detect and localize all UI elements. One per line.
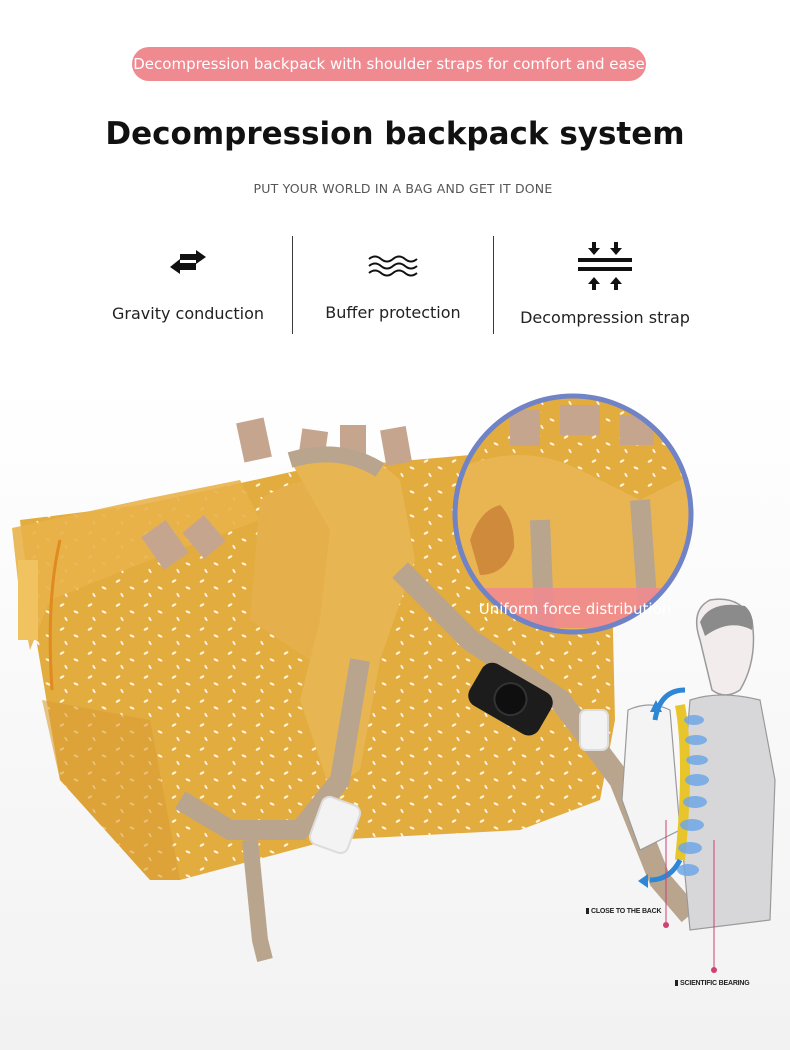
backpack-product-photo	[0, 380, 790, 1050]
page-subtitle: PUT YOUR WORLD IN A BAG AND GET IT DONE	[253, 181, 553, 196]
compress-arrows-icon	[578, 242, 632, 290]
swap-arrows-icon	[170, 250, 206, 274]
feature-buffer-protection: Buffer protection	[298, 240, 488, 340]
page-title: Decompression backpack system	[105, 116, 685, 152]
scientific-bearing-label: SCIENTIFIC BEARING	[675, 980, 750, 987]
top-banner: Decompression backpack with shoulder str…	[132, 47, 646, 81]
feature-label: Decompression strap	[520, 308, 690, 327]
divider	[493, 236, 494, 334]
spine-illustration	[621, 598, 776, 973]
feature-decompression-strap: Decompression strap	[500, 240, 710, 340]
divider	[292, 236, 293, 334]
wavy-lines-icon	[368, 255, 418, 277]
feature-gravity-conduction: Gravity conduction	[92, 240, 284, 340]
feature-label: Buffer protection	[325, 303, 461, 322]
feature-label: Gravity conduction	[112, 304, 264, 323]
zoom-caption: Uniform force distribution	[478, 600, 672, 618]
close-to-back-label: CLOSE TO THE BACK	[586, 908, 662, 915]
